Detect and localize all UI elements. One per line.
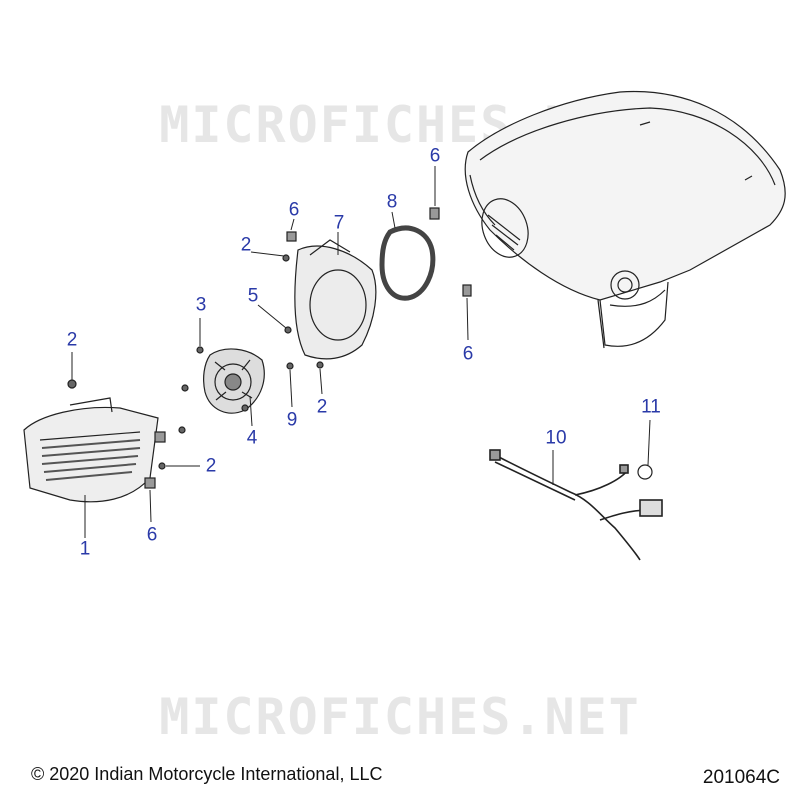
part-11-grommet xyxy=(637,464,653,480)
callout-6: 6 xyxy=(462,343,474,365)
callout-6: 6 xyxy=(146,524,158,546)
callout-4: 4 xyxy=(246,427,258,449)
diagram-id: 201064C xyxy=(702,767,780,788)
callout-2: 2 xyxy=(316,396,328,418)
callout-5: 5 xyxy=(247,285,259,307)
callout-2: 2 xyxy=(66,329,78,351)
callout-10: 10 xyxy=(545,427,567,449)
part-4-fan xyxy=(203,348,265,414)
callout-2: 2 xyxy=(205,455,217,477)
part-10-harness xyxy=(489,449,663,561)
clips xyxy=(144,207,472,489)
callout-1: 1 xyxy=(79,538,91,560)
callout-8: 8 xyxy=(386,191,398,213)
copyright-text: © 2020 Indian Motorcycle International, … xyxy=(31,764,383,784)
callout-9: 9 xyxy=(286,409,298,431)
callout-3: 3 xyxy=(195,294,207,316)
callout-6: 6 xyxy=(288,199,300,221)
part-1-cover xyxy=(23,397,159,503)
callout-7: 7 xyxy=(333,212,345,234)
part-7-shroud xyxy=(294,239,377,360)
screws xyxy=(67,254,324,470)
callout-11: 11 xyxy=(641,396,661,418)
trunk-body xyxy=(464,90,786,349)
callout-2: 2 xyxy=(240,234,252,256)
callout-6: 6 xyxy=(429,145,441,167)
part-8-gasket xyxy=(379,225,436,301)
leader-lines xyxy=(71,166,651,538)
